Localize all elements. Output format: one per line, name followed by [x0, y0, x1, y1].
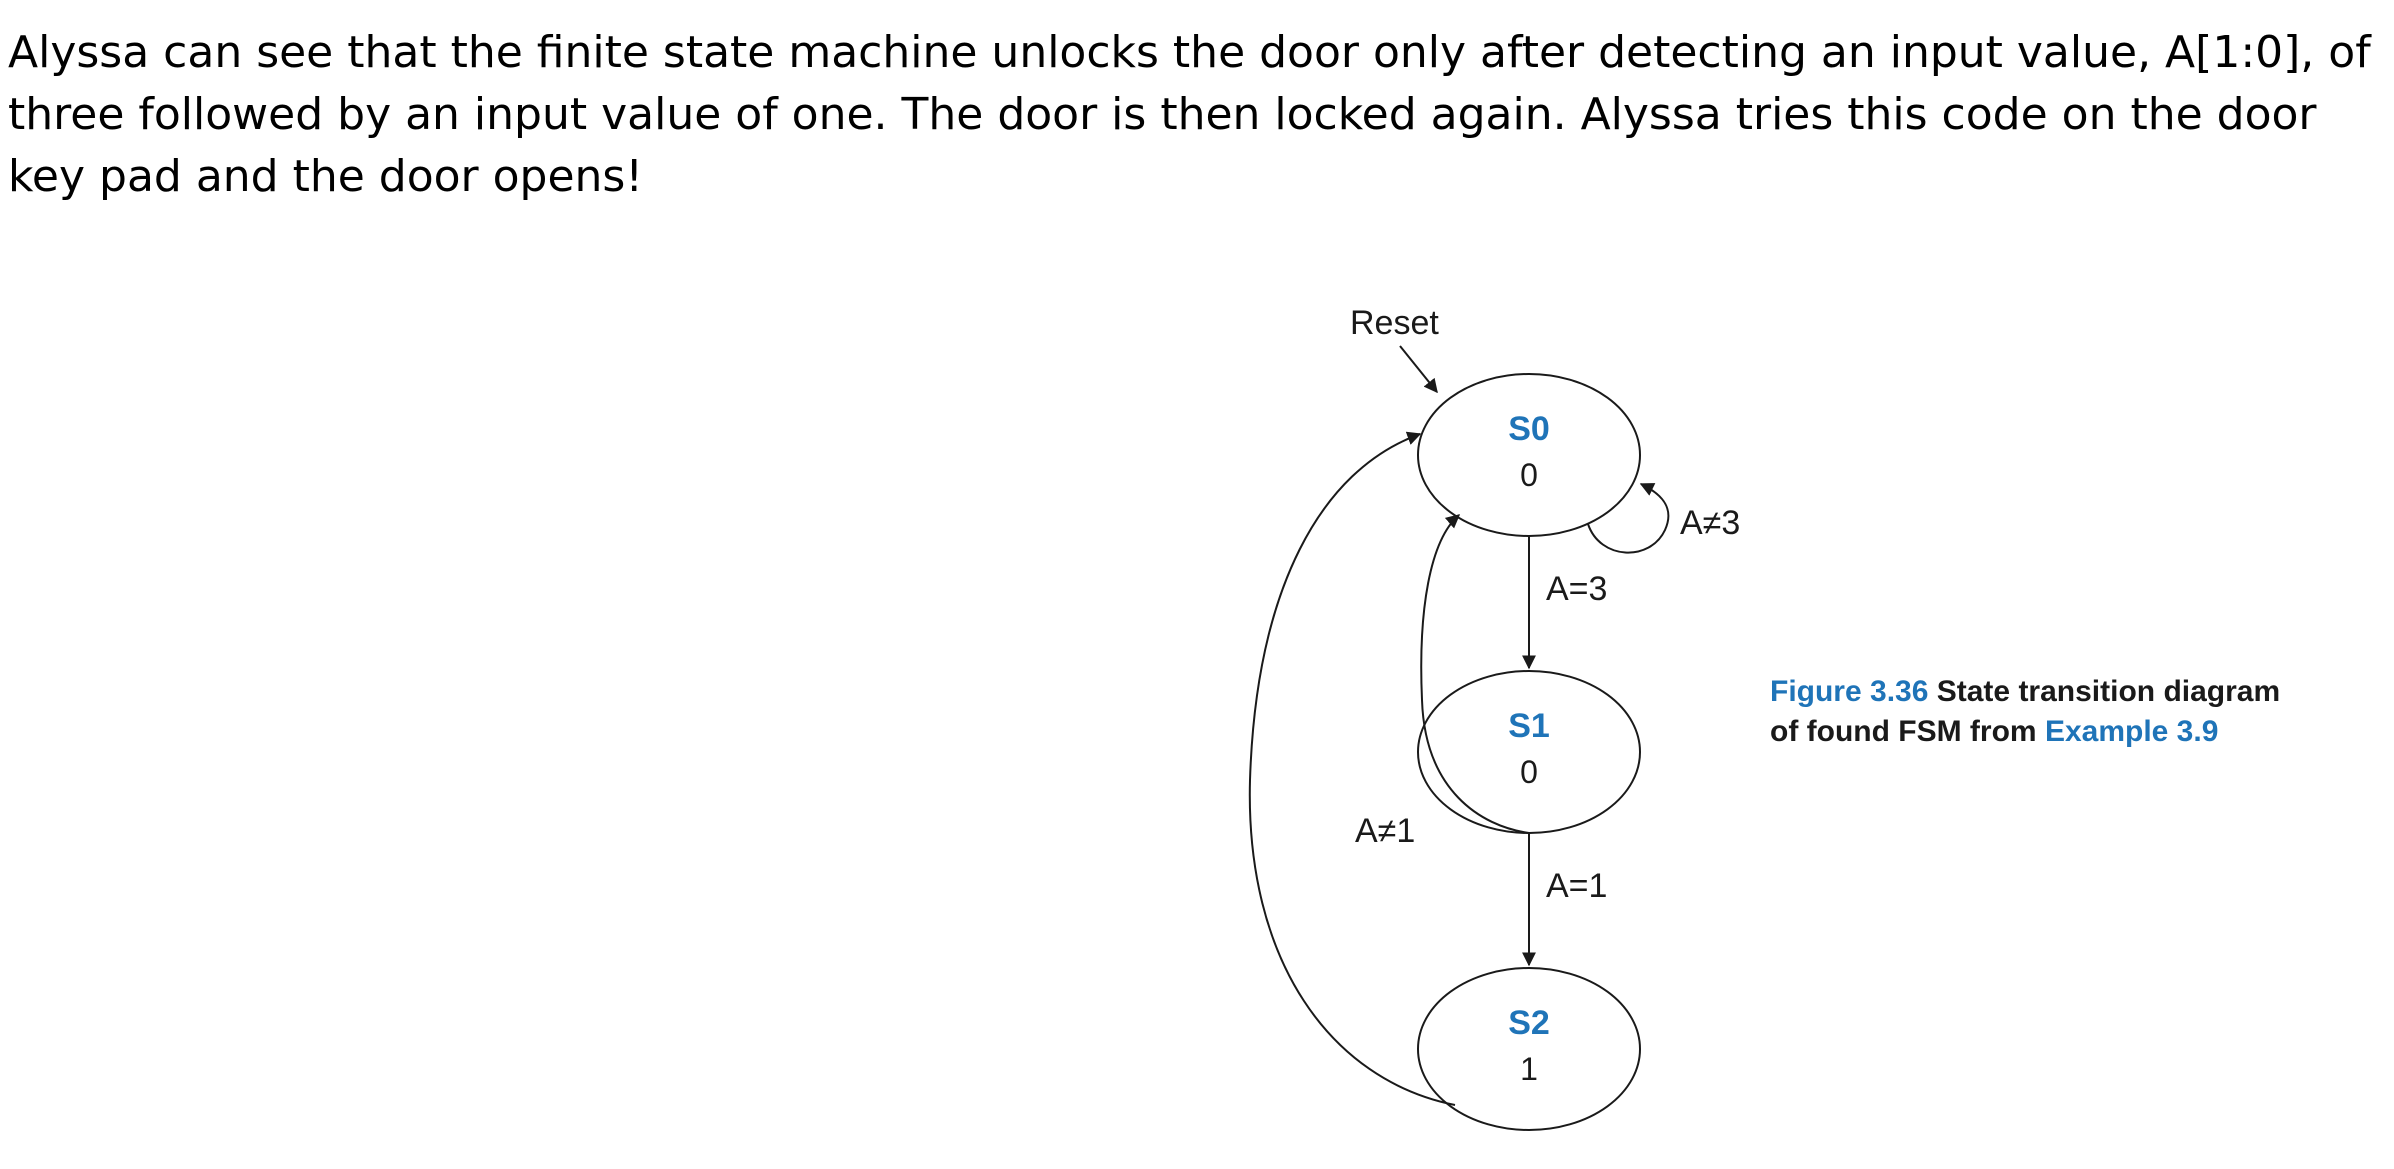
state-s0: S0 0 [1417, 373, 1641, 537]
transition-s2-s0-arrow [1248, 431, 1456, 1106]
state-s0-circle [1417, 373, 1641, 537]
figure-number: Figure 3.36 [1770, 675, 1929, 708]
figure-caption-reference: Example 3.9 [2044, 715, 2219, 748]
state-s2-circle [1417, 967, 1641, 1131]
transition-s1-s0-arrow [1420, 514, 1530, 834]
state-s0-name: S0 [1508, 410, 1550, 448]
state-s2: S2 1 [1417, 967, 1641, 1131]
transition-s0-s1-label: A=3 [1546, 570, 1607, 608]
state-s1: S1 0 [1417, 670, 1641, 834]
reset-arrow [1399, 345, 1438, 394]
figure-caption: Figure 3.36 State transition diagram of … [1770, 672, 2290, 752]
intro-paragraph: Alyssa can see that the finite state mac… [8, 27, 2371, 202]
transition-s1-s0-label: A≠1 [1355, 812, 1415, 850]
state-s1-output: 0 [1520, 754, 1538, 790]
transition-s0-s0-arrow [1587, 483, 1670, 554]
reset-label: Reset [1350, 304, 1439, 342]
state-s1-name: S1 [1508, 707, 1550, 745]
state-s2-name: S2 [1508, 1004, 1550, 1042]
figure-caption-text: State transition diagram of found FSM fr… [1770, 675, 2281, 748]
state-s2-output: 1 [1520, 1051, 1538, 1087]
transition-s1-s2-label: A=1 [1546, 867, 1607, 905]
transition-s0-s0-label: A≠3 [1680, 504, 1740, 542]
state-s0-output: 0 [1520, 457, 1538, 493]
state-s1-circle [1417, 670, 1641, 834]
